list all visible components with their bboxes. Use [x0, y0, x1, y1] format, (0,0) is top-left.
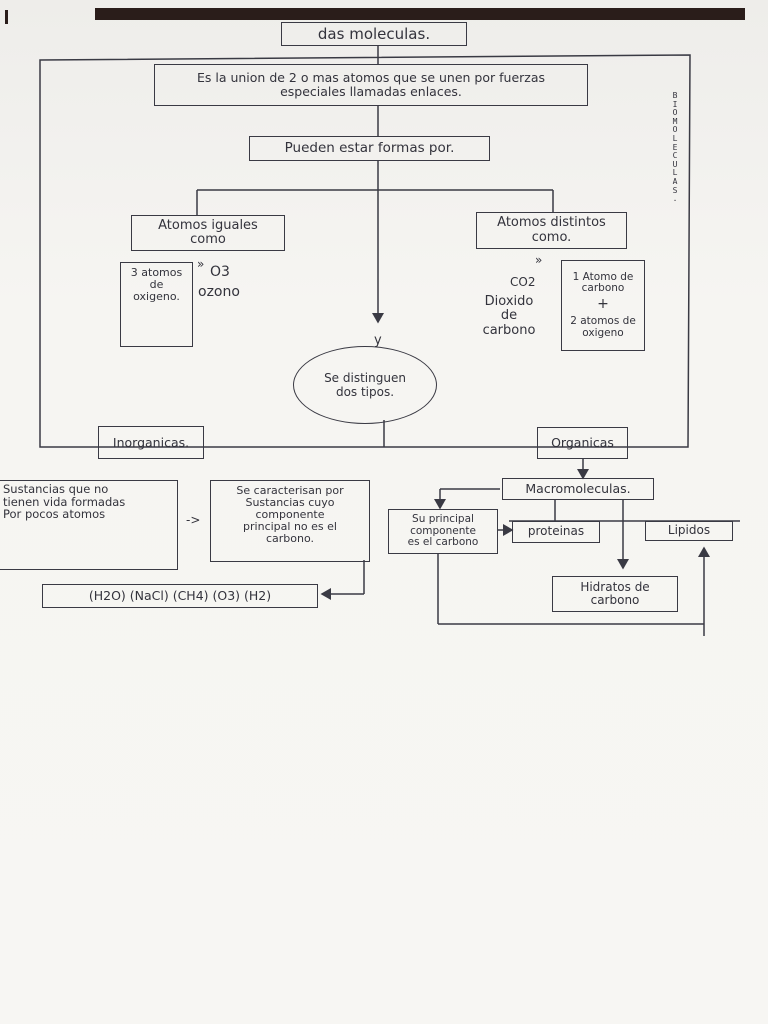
inorganicas-arrow: -> [186, 513, 201, 527]
right-box-line2: 2 atomos de oxigeno [570, 315, 636, 339]
left-arrow: » [197, 257, 205, 271]
right-name: Dioxido de carbono [482, 294, 536, 338]
right-box-line1: 1 Atomo de carbono [572, 270, 634, 295]
pueden-box: Pueden estar formas por. [249, 136, 490, 161]
lipidos-box: Lipidos [645, 521, 733, 541]
left-name: ozono [198, 284, 240, 300]
component-box: Su principal componente es el carbono [388, 509, 498, 554]
title-box: das moleculas. [281, 22, 467, 46]
organicas-box: Organicas [537, 427, 628, 459]
definition-text: Es la union de 2 o mas atomos que se une… [196, 70, 546, 99]
left-formula: O3 [210, 264, 230, 280]
center-ellipse: Se distinguen dos tipos. [293, 346, 437, 424]
left-branch-header: Atomos iguales como [131, 215, 285, 251]
inorganicas-box: Inorganicas. [98, 426, 204, 459]
top-dark-strip [95, 8, 745, 20]
inorganicas-detail-box: Se caracterisan por Sustancias cuyo comp… [210, 480, 370, 562]
top-left-mark [5, 10, 8, 24]
title-text: das moleculas. [317, 24, 431, 43]
inorganicas-examples-box: (H2O) (NaCl) (CH4) (O3) (H2) [42, 584, 318, 608]
left-example-box: 3 atomos de oxigeno. [120, 262, 193, 347]
pueden-text: Pueden estar formas por. [284, 140, 455, 157]
hidratos-box: Hidratos de carbono [552, 576, 678, 612]
proteinas-box: proteinas [512, 521, 600, 543]
definition-box: Es la union de 2 o mas atomos que se une… [154, 64, 588, 106]
right-formula: CO2 [510, 275, 536, 289]
right-example-box: 1 Atomo de carbono + 2 atomos de oxigeno [561, 260, 645, 351]
inorganicas-desc-box: Sustancias que no tienen vida formadas P… [0, 480, 178, 570]
macromoleculas-box: Macromoleculas. [502, 478, 654, 500]
right-box-plus: + [597, 295, 609, 312]
outer-frame [39, 54, 691, 448]
right-branch-header: Atomos distintos como. [476, 212, 627, 249]
side-label-biomoleculas: BIOMOLECULAS. [672, 91, 678, 204]
right-arrow: » [535, 253, 543, 267]
center-y: y [374, 333, 382, 348]
